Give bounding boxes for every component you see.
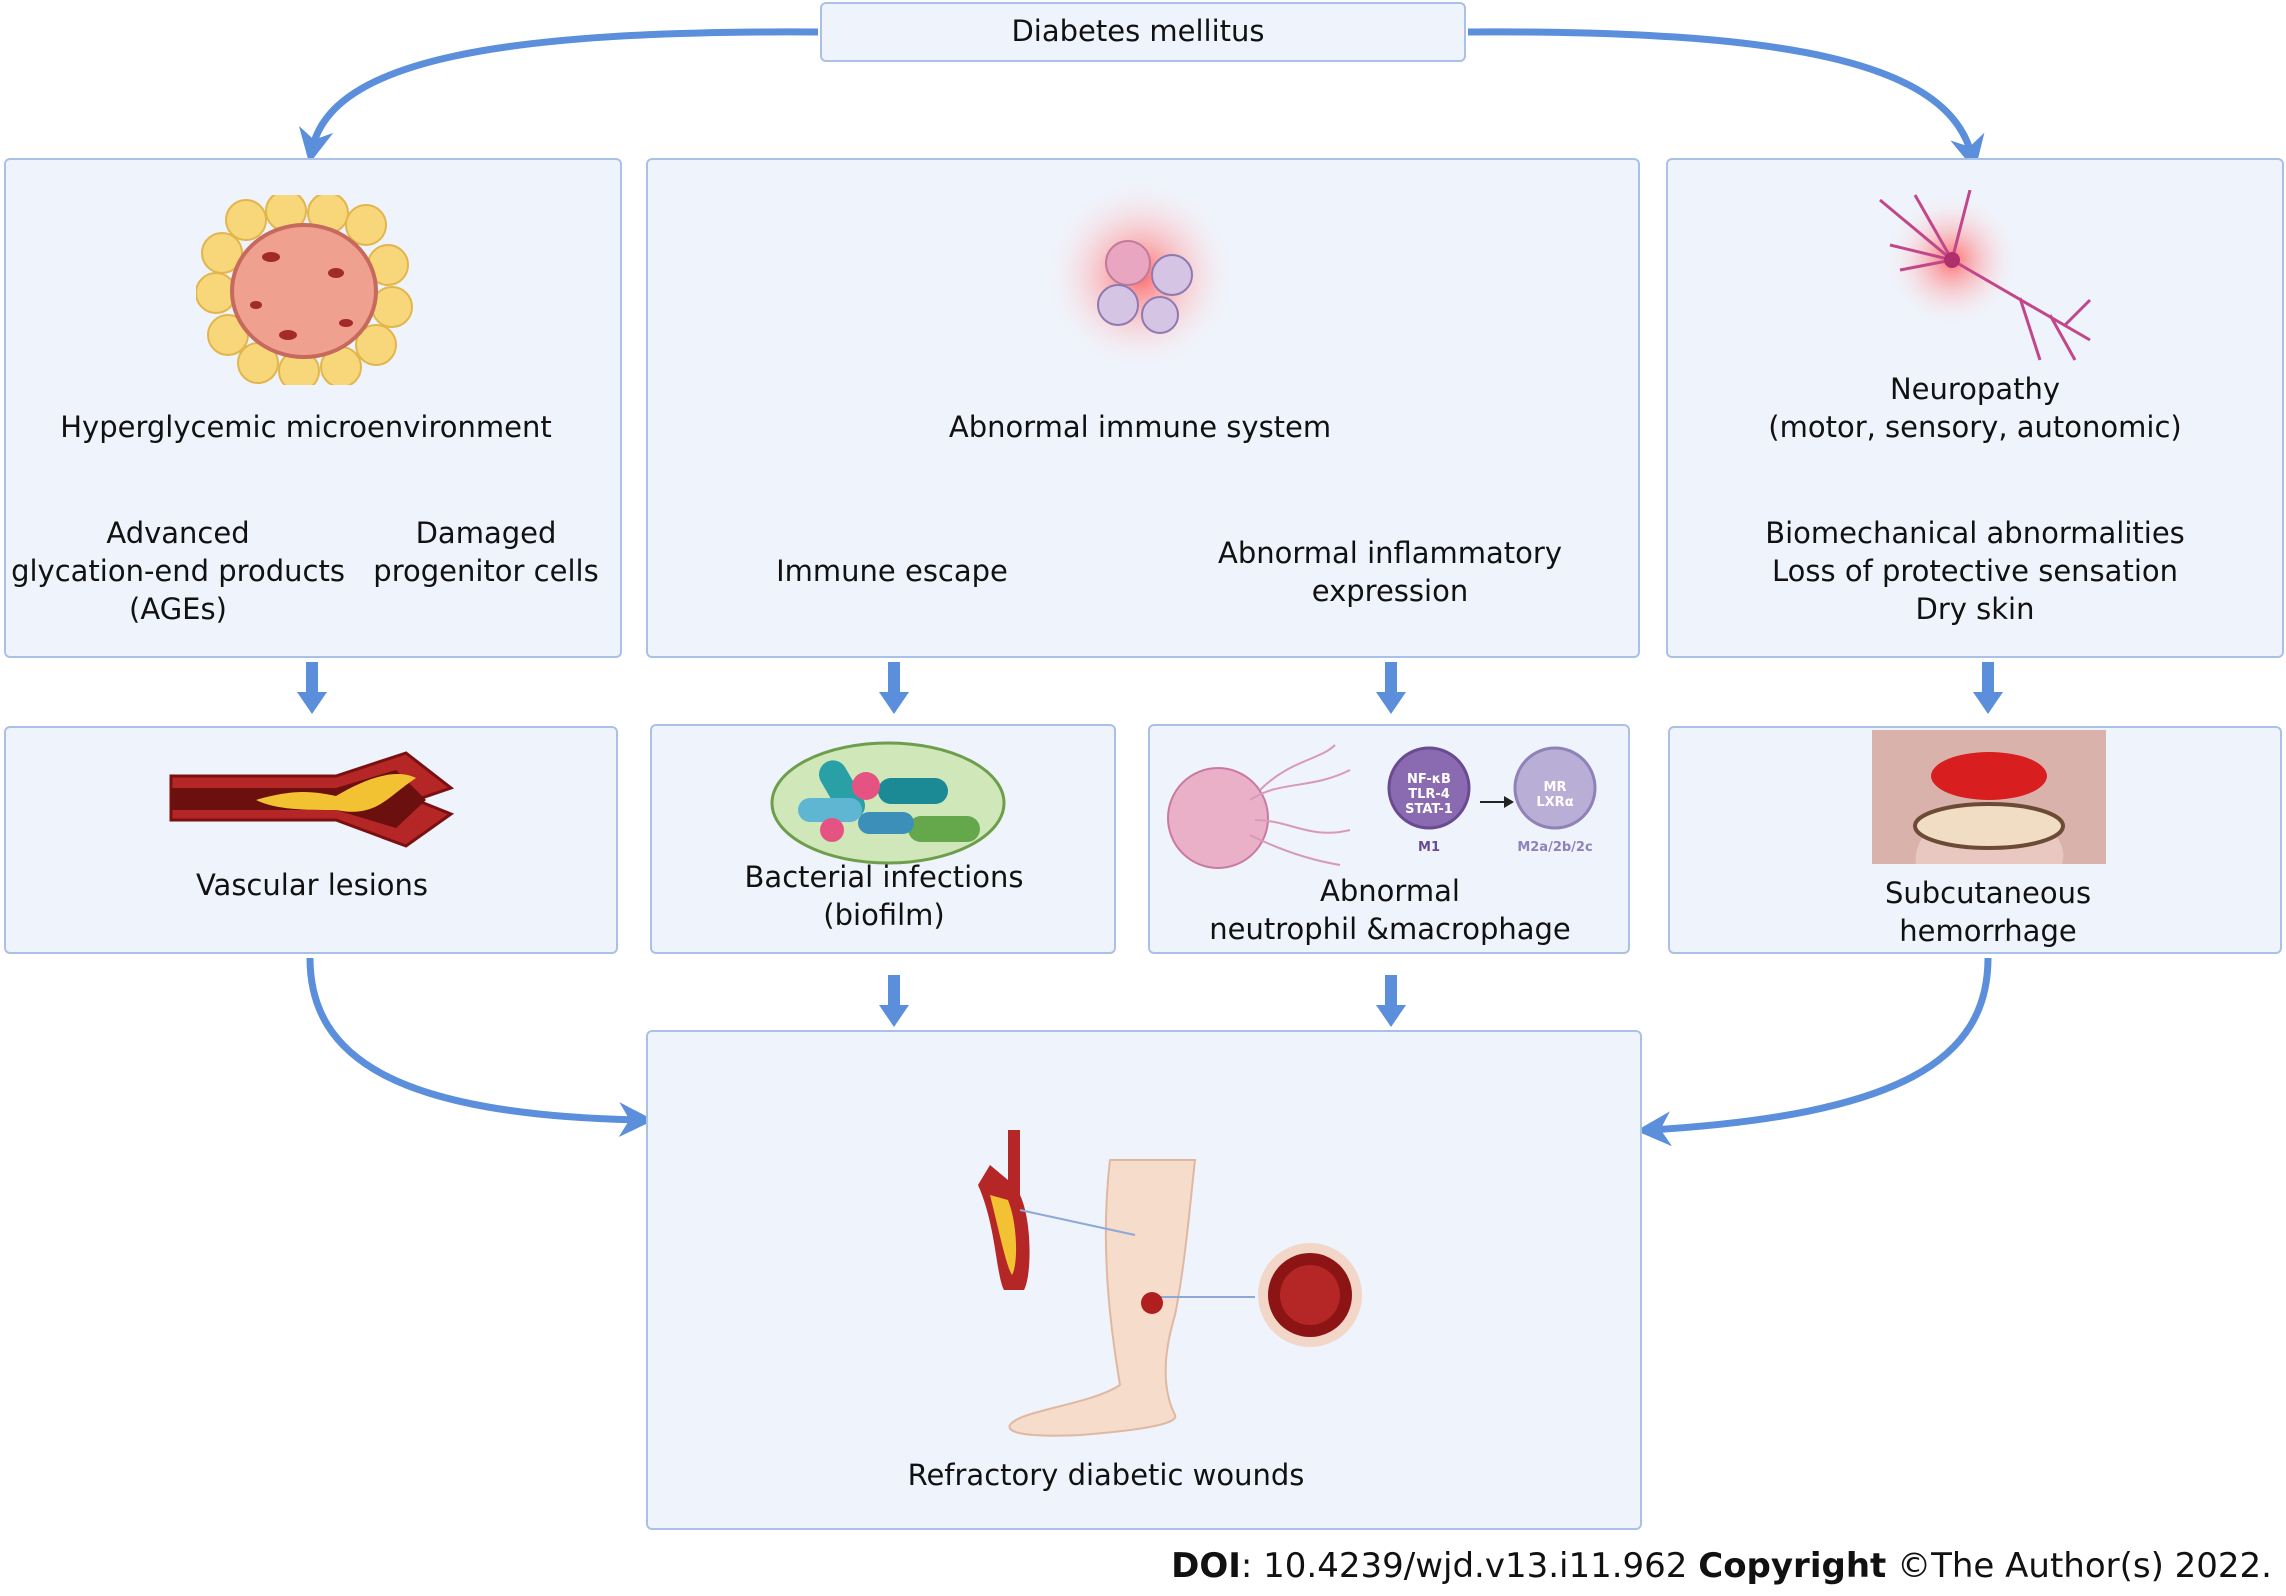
vascular-lesions-box [4, 726, 618, 954]
citation-footer: DOI: 10.4239/wjd.v13.i11.962 Copyright ©… [1171, 1546, 2272, 1586]
subcutaneous-hemorrhage-label: Subcutaneous hemorrhage [1884, 876, 2092, 948]
doi-value: : 10.4239/wjd.v13.i11.962 [1240, 1546, 1699, 1586]
m1-label: M1 [1418, 840, 1440, 855]
vascular-lesions-label: Vascular lesions [195, 868, 429, 902]
right-panel-title: Neuropathy (motor, sensory, autonomic) [1768, 372, 2182, 444]
arrow-top-left [299, 28, 819, 164]
m1-macrophage-icon [1387, 746, 1471, 830]
arrow-bottom-right [1636, 957, 1992, 1147]
doi-label: DOI [1171, 1546, 1241, 1586]
arrow-bottom-left [306, 957, 654, 1138]
hyperglycemic-cell-icon [196, 195, 413, 385]
vascular-lesion-icon [169, 751, 455, 848]
arrow-top-right [1467, 28, 1985, 171]
down-arrow [879, 975, 909, 1027]
down-arrow [297, 662, 327, 714]
m2-markers: MR LXRα [1536, 780, 1574, 810]
biofilm-icon [770, 741, 1006, 865]
copyright-value: ©The Author(s) 2022. [1886, 1546, 2272, 1586]
bottom-panel-label: Refractory diabetic wounds [907, 1458, 1305, 1492]
down-arrow [1973, 662, 2003, 714]
down-arrow [1376, 975, 1406, 1027]
middle-panel-title: Abnormal immune system [948, 410, 1332, 444]
left-branch-progenitor: Damaged progenitor cells [373, 516, 599, 588]
leg-wound-illustration [978, 1130, 1362, 1437]
m2-label: M2a/2b/2c [1517, 840, 1593, 855]
top-node [820, 2, 1466, 62]
m1-markers: NF-κB TLR-4 STAT-1 [1405, 772, 1453, 817]
immune-cells-icon [1040, 175, 1240, 375]
skin-hemorrhage-icon [1872, 730, 2106, 864]
neutrophil-macrophage-label: Abnormal neutrophil &macrophage [1209, 874, 1571, 946]
down-arrow [1376, 662, 1406, 714]
right-consequences: Biomechanical abnormalities Loss of prot… [1765, 516, 2185, 626]
copyright-label: Copyright [1698, 1546, 1887, 1586]
middle-branch-immune-escape: Immune escape [776, 554, 1008, 588]
left-branch-ages: Advanced glycation-end products (AGEs) [11, 516, 345, 626]
m2-macrophage-icon [1513, 746, 1597, 830]
left-panel-title: Hyperglycemic microenvironment [60, 410, 552, 444]
neutrophil-net-icon [1167, 744, 1351, 869]
down-arrow [879, 662, 909, 714]
polarization-arrow-icon [1480, 796, 1514, 808]
middle-branch-inflammatory: Abnormal inflammatory expression [1217, 536, 1563, 608]
top-node-label: Diabetes mellitus [1011, 14, 1265, 48]
bacterial-infections-label: Bacterial infections (biofilm) [744, 860, 1024, 932]
neuron-icon [1879, 190, 2092, 361]
